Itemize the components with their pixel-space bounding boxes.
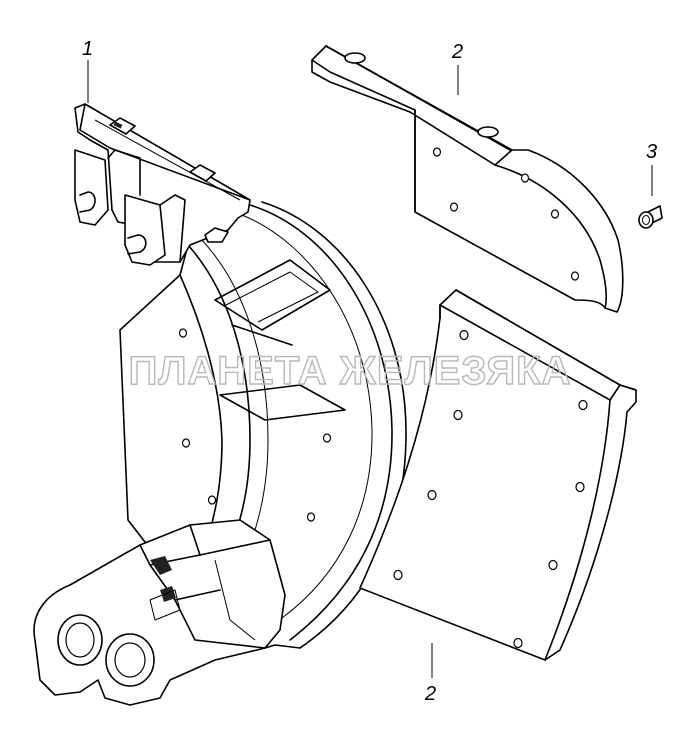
callout-lining-lower: 2 (424, 683, 436, 705)
brake-shoe (33, 103, 407, 706)
lining-segment-upper (311, 45, 624, 313)
lining-segment-lower (359, 289, 637, 661)
leader-lines (87, 60, 653, 678)
rivet (638, 205, 663, 229)
watermark-text: ПЛАНЕТА ЖЕЛЕЗЯКА (129, 349, 572, 393)
callout-lining-upper: 2 (451, 41, 463, 63)
callout-shoe: 1 (82, 38, 93, 60)
callout-rivet: 3 (646, 141, 657, 163)
